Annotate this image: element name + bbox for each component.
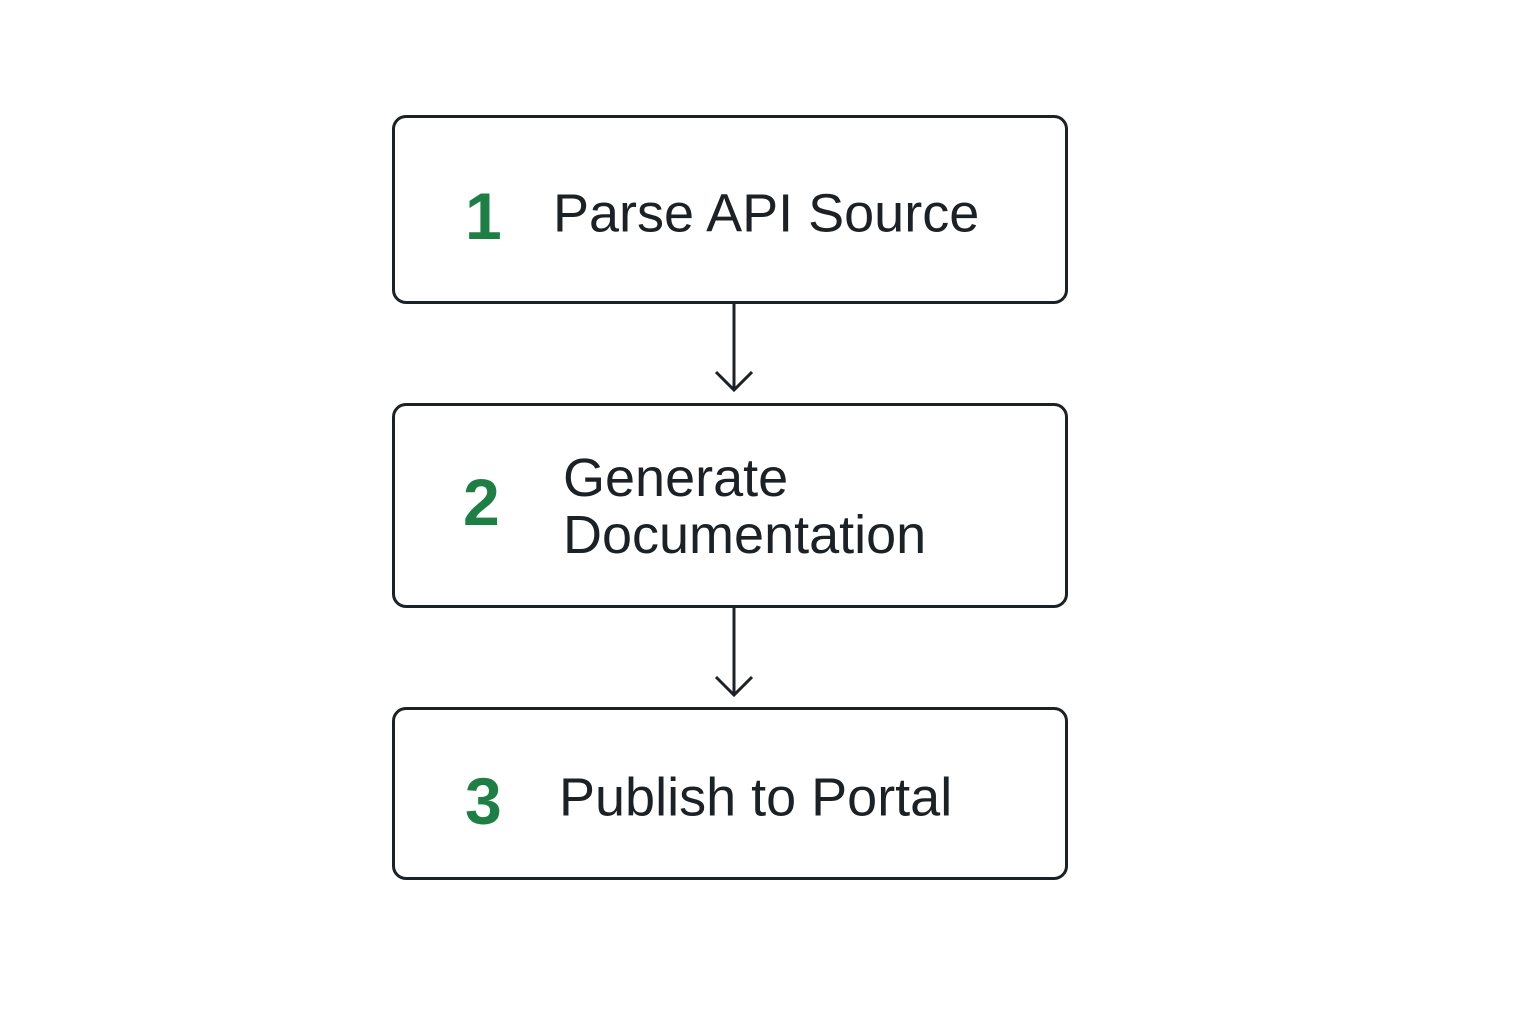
arrow-down-icon xyxy=(714,606,754,698)
step-box-parse: 1 Parse API Source xyxy=(392,115,1068,304)
step-label: Generate Documentation xyxy=(563,448,927,565)
step-number: 3 xyxy=(465,764,502,838)
step-number: 1 xyxy=(465,179,502,253)
arrow-down-icon xyxy=(714,302,754,393)
step-label: Parse API Source xyxy=(553,183,980,244)
step-box-publish: 3 Publish to Portal xyxy=(392,707,1068,880)
step-label: Publish to Portal xyxy=(559,767,953,828)
step-number: 2 xyxy=(463,465,500,539)
step-box-generate: 2 Generate Documentation xyxy=(392,403,1068,608)
